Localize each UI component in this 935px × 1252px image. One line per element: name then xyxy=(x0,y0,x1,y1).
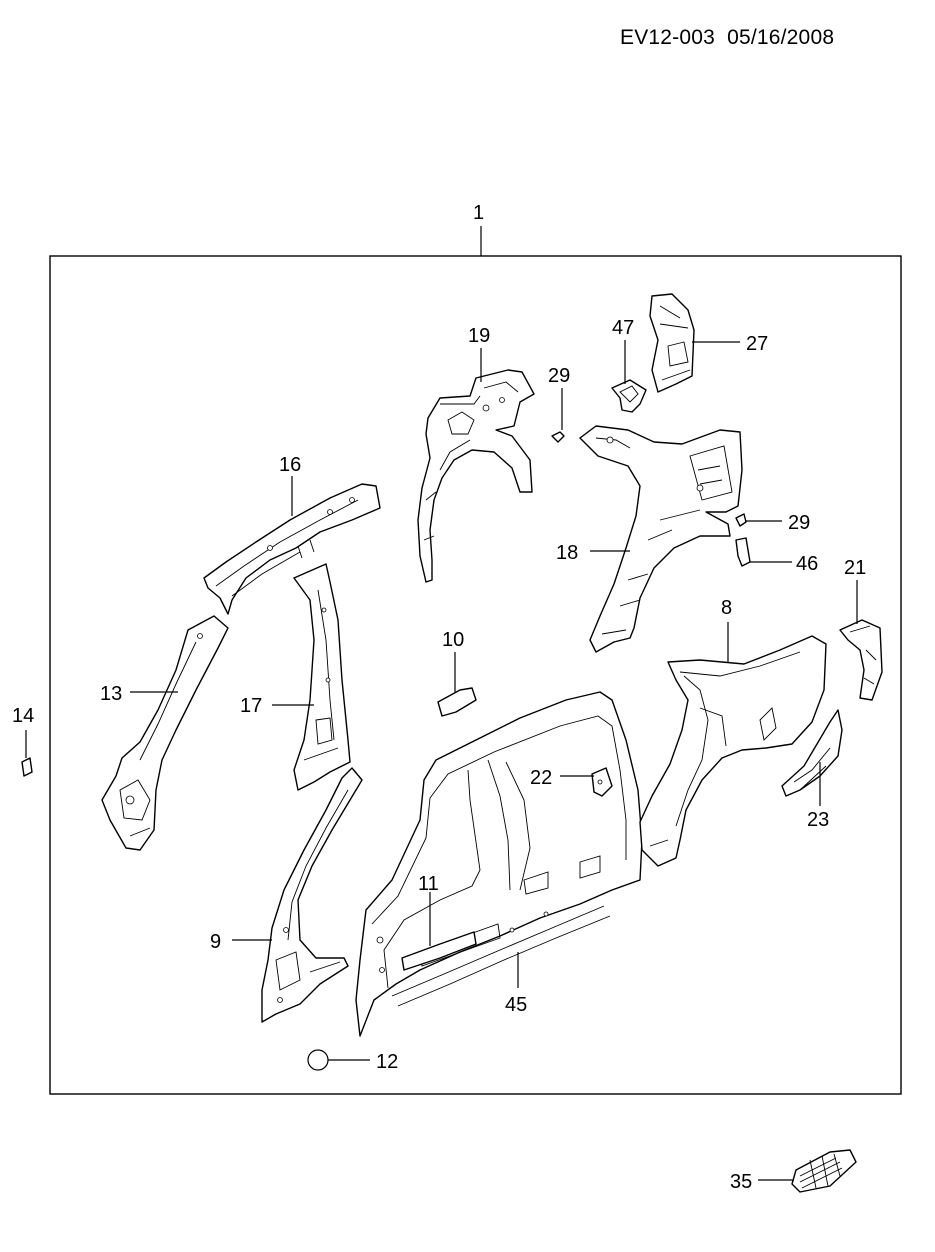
part-47-bracket xyxy=(611,379,647,413)
part-16-roof-rail xyxy=(203,483,381,615)
part-12-plug xyxy=(307,1049,329,1071)
callout-23: 23 xyxy=(807,809,829,831)
callout-46: 46 xyxy=(796,553,818,575)
callout-29-lower: 29 xyxy=(788,512,810,534)
part-35-vent-grille xyxy=(791,1149,857,1193)
diagram-header: EV12-003 05/16/2008 xyxy=(620,26,834,50)
part-23-extension xyxy=(781,709,843,797)
part-21-bracket xyxy=(839,619,883,701)
callout-9: 9 xyxy=(210,931,221,953)
callout-10: 10 xyxy=(442,629,464,651)
callout-1: 1 xyxy=(473,202,484,224)
part-45-body-side-outer xyxy=(355,691,643,1037)
callout-12: 12 xyxy=(376,1051,398,1073)
part-10-reinforcement xyxy=(437,687,477,717)
callout-21: 21 xyxy=(844,557,866,579)
callout-27: 27 xyxy=(746,333,768,355)
part-29-clip-lower xyxy=(735,513,747,527)
callout-13: 13 xyxy=(100,683,122,705)
callout-14: 14 xyxy=(12,705,34,727)
part-8-quarter-outer xyxy=(639,635,827,867)
callout-47: 47 xyxy=(612,317,634,339)
callout-29-upper: 29 xyxy=(548,365,570,387)
part-18-quarter-inner xyxy=(579,425,743,653)
callout-35: 35 xyxy=(730,1171,752,1193)
part-13-a-pillar-inner xyxy=(101,615,229,851)
callout-8: 8 xyxy=(721,597,732,619)
part-27-panel xyxy=(649,293,695,393)
callout-19: 19 xyxy=(468,325,490,347)
callout-45: 45 xyxy=(505,994,527,1016)
diagram-date: 05/16/2008 xyxy=(727,26,835,49)
part-9-pillar-outer xyxy=(261,767,363,1023)
callout-18: 18 xyxy=(556,542,578,564)
part-19-wheelhouse-inner xyxy=(417,369,535,583)
callout-16: 16 xyxy=(279,454,301,476)
part-14-plug xyxy=(21,757,33,777)
callout-17: 17 xyxy=(240,695,262,717)
part-29-clip-upper xyxy=(551,431,565,443)
assembly-frame xyxy=(49,255,902,1095)
callout-22: 22 xyxy=(530,767,552,789)
callout-11: 11 xyxy=(418,873,439,895)
diagram-code: EV12-003 xyxy=(620,26,716,49)
part-46-bracket xyxy=(735,537,751,567)
part-17-b-pillar-inner xyxy=(293,563,351,791)
part-11-sill-reinforcement xyxy=(401,931,477,971)
